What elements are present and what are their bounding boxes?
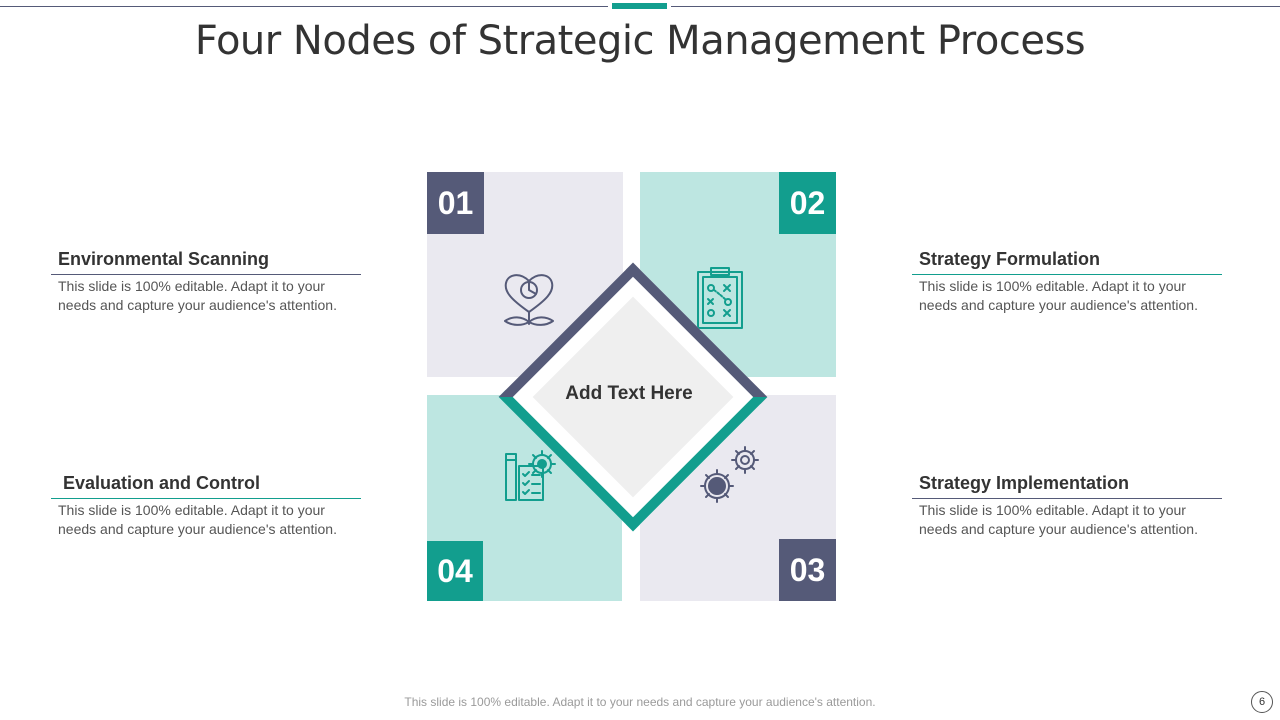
node-1-number-badge: 01 xyxy=(427,172,484,234)
node-1-description-line-2: needs and capture your audience's attent… xyxy=(58,297,337,313)
top-rule-right xyxy=(671,6,1280,7)
node-2-description-line-2: needs and capture your audience's attent… xyxy=(919,297,1198,313)
node-1-description-line-1: This slide is 100% editable. Adapt it to… xyxy=(58,278,325,294)
checklist-gear-icon xyxy=(505,450,556,501)
node-1-description: This slide is 100% editable. Adapt it to… xyxy=(51,275,361,315)
node-4-description-line-1: This slide is 100% editable. Adapt it to… xyxy=(58,502,325,518)
node-2-text-block: Strategy Formulation This slide is 100% … xyxy=(912,248,1222,315)
node-3-heading: Strategy Implementation xyxy=(912,472,1222,499)
node-4-number-badge: 04 xyxy=(427,541,483,601)
node-2-description: This slide is 100% editable. Adapt it to… xyxy=(912,275,1222,315)
node-3-description: This slide is 100% editable. Adapt it to… xyxy=(912,499,1222,539)
node-1-text-block: Environmental Scanning This slide is 100… xyxy=(51,248,361,315)
node-2-number-badge: 02 xyxy=(779,172,836,234)
node-3-text-block: Strategy Implementation This slide is 10… xyxy=(912,472,1222,539)
heart-chart-icon xyxy=(504,274,554,326)
node-2-description-line-1: This slide is 100% editable. Adapt it to… xyxy=(919,278,1186,294)
node-4-description: This slide is 100% editable. Adapt it to… xyxy=(51,499,361,539)
top-accent-bar xyxy=(612,3,667,9)
strategy-clipboard-icon xyxy=(697,267,743,329)
footer-note: This slide is 100% editable. Adapt it to… xyxy=(404,695,876,709)
node-3-description-line-1: This slide is 100% editable. Adapt it to… xyxy=(919,502,1186,518)
node-2-heading: Strategy Formulation xyxy=(912,248,1222,275)
center-label: Add Text Here xyxy=(565,383,693,404)
page-number: 6 xyxy=(1251,691,1273,713)
node-1-heading: Environmental Scanning xyxy=(51,248,361,275)
node-4-description-line-2: needs and capture your audience's attent… xyxy=(58,521,337,537)
top-rule-left xyxy=(0,6,608,7)
node-4-heading: Evaluation and Control xyxy=(51,472,361,499)
node-3-number-badge: 03 xyxy=(779,539,836,601)
node-3-description-line-2: needs and capture your audience's attent… xyxy=(919,521,1198,537)
slide-title: Four Nodes of Strategic Management Proce… xyxy=(194,18,1086,64)
node-4-text-block: Evaluation and Control This slide is 100… xyxy=(51,472,361,539)
gears-icon xyxy=(700,446,759,503)
